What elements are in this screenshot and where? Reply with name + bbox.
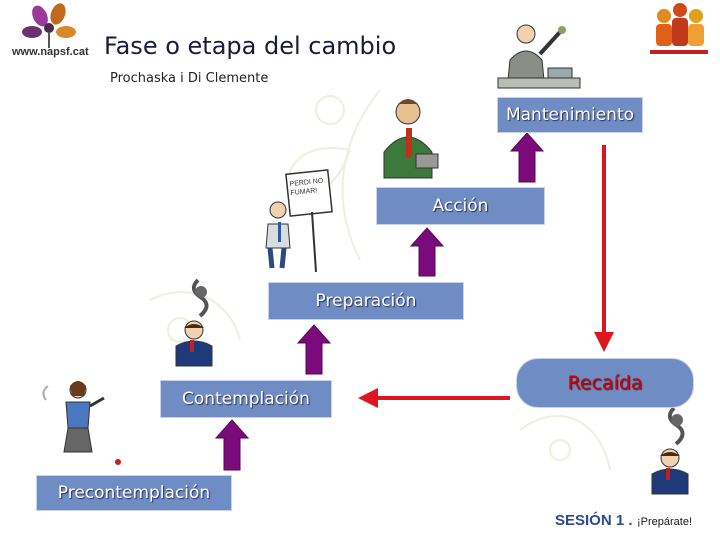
session-footer: SESIÓN 1 . ¡Prepárate! [555, 512, 692, 530]
logo-text: www.napsf.cat [12, 46, 89, 58]
man-with-sign-illustration [265, 169, 333, 273]
up-arrow-to-contemplacion [214, 419, 250, 471]
session-tagline: ¡Prepárate! [636, 516, 692, 528]
stage-precontemplacion: Precontemplación [36, 475, 232, 511]
man-at-desk-illustration [497, 24, 581, 89]
woman-smoking-illustration [42, 381, 121, 465]
stage-mantenimiento: Mantenimiento [497, 97, 643, 133]
page-title: Fase o etapa del cambio [104, 32, 397, 60]
group-people-emblem-icon [650, 3, 708, 54]
relapsed-smoking-man-illustration [651, 406, 689, 495]
stage-contemplacion: Contemplación [160, 380, 332, 418]
stage-accion: Acción [376, 187, 545, 225]
stage-recaida: Recaída [516, 358, 694, 408]
stage-preparacion: Preparación [268, 282, 464, 320]
page-subtitle: Prochaska i Di Clemente [110, 71, 269, 86]
session-label: SESIÓN 1 . [554, 512, 633, 529]
up-arrow-to-accion [409, 227, 445, 277]
napsf-logo-icon [22, 3, 76, 48]
up-arrow-to-preparacion [296, 324, 332, 375]
smoking-man-sitting-illustration [175, 278, 213, 367]
up-arrow-to-mantenimiento [509, 132, 545, 183]
man-refusing-cigarette-illustration [383, 99, 439, 179]
